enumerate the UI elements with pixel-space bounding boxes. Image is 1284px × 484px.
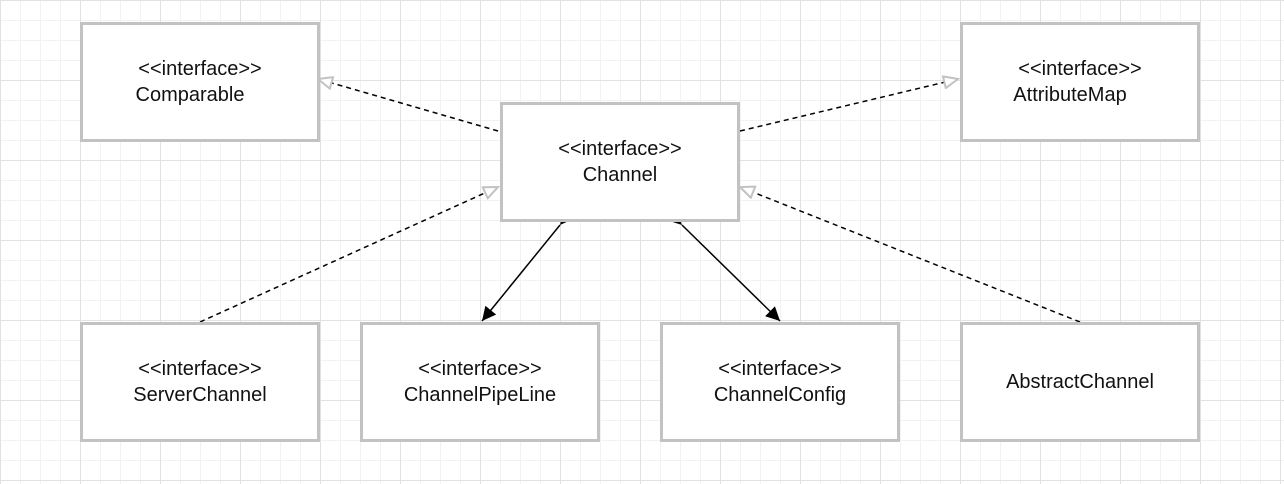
attributemap-name: AttributeMap (1013, 84, 1127, 106)
realization-channel-comparable (318, 79, 499, 132)
comparable-name: Comparable (135, 84, 245, 106)
realization-channel-attributemap (739, 79, 958, 132)
channelpipeline-name: ChannelPipeLine (403, 384, 557, 406)
abstractchannel-name: AbstractChannel (1006, 371, 1154, 393)
abstractchannel-box[interactable]: AbstractChannel (960, 322, 1200, 442)
channelpipeline-stereotype: <<interface>> (418, 358, 542, 380)
attributemap-stereotype: <<interface>> (1018, 58, 1142, 80)
channelconfig-box[interactable]: <<interface>> ChannelConfig (660, 322, 900, 442)
channel-name: Channel (582, 164, 658, 186)
channel-box[interactable]: <<interface>> Channel (500, 102, 740, 222)
channelconfig-name: ChannelConfig (713, 384, 847, 406)
realization-abstractchannel-channel (740, 187, 1081, 323)
channelconfig-stereotype: <<interface>> (718, 358, 842, 380)
attributemap-box[interactable]: <<interface>> AttributeMap (960, 22, 1200, 142)
serverchannel-stereotype: <<interface>> (138, 358, 262, 380)
channelpipeline-box[interactable]: <<interface>> ChannelPipeLine (360, 322, 600, 442)
association-channel-config (667, 210, 781, 322)
comparable-stereotype: <<interface>> (138, 58, 262, 80)
realization-serverchannel-channel (199, 187, 498, 323)
serverchannel-name: ServerChannel (133, 384, 267, 406)
comparable-box[interactable]: <<interface>> Comparable (80, 22, 320, 142)
serverchannel-box[interactable]: <<interface>> ServerChannel (80, 322, 320, 442)
channel-stereotype: <<interface>> (558, 138, 682, 160)
association-channel-pipeline (481, 209, 575, 322)
